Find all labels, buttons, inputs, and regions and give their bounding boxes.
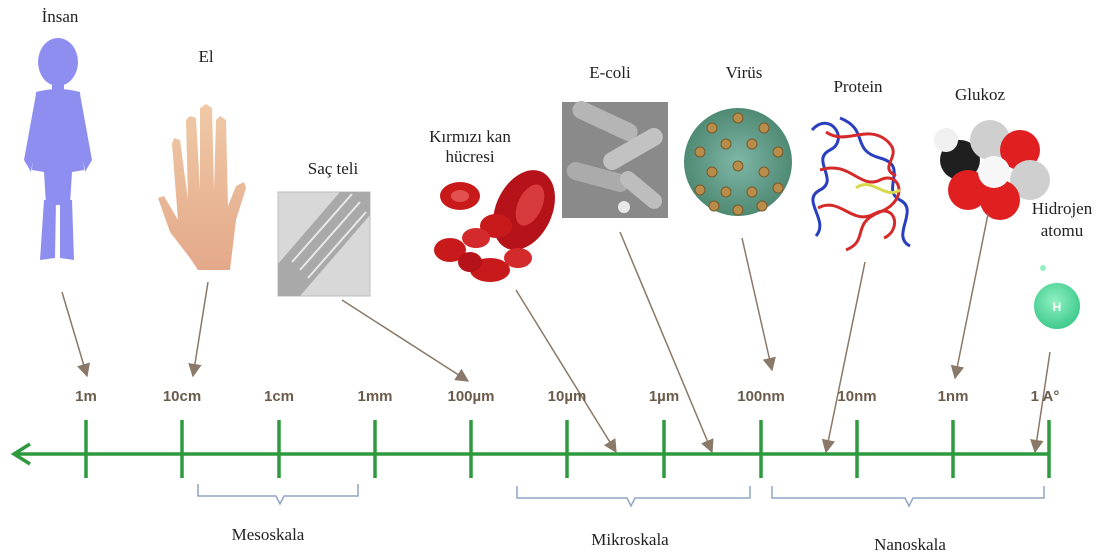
label-hidrojen-line2: atomu <box>1041 221 1084 240</box>
tick-label: 10µm <box>548 388 587 405</box>
brackets <box>198 484 1044 506</box>
arrow-virus <box>742 238 772 370</box>
label-kan-line1: Kırmızı kan <box>429 127 511 146</box>
hand-image <box>158 104 246 270</box>
arrow-sac-teli <box>342 300 468 381</box>
tick-label: 100nm <box>737 388 785 405</box>
arrow-glukoz <box>955 214 988 378</box>
arrow-ecoli <box>620 232 712 452</box>
virus-image <box>684 108 792 216</box>
label-sac-teli: Saç teli <box>308 159 359 178</box>
blood-cells-image <box>434 160 567 282</box>
label-protein: Protein <box>833 77 883 96</box>
ecoli-image <box>562 98 668 218</box>
hydrogen-symbol: H <box>1053 300 1062 314</box>
tick-marks <box>86 420 1049 478</box>
label-ecoli: E-coli <box>589 63 631 82</box>
label-hidrojen-line1: Hidrojen <box>1032 199 1093 218</box>
tick-label: 10cm <box>163 388 201 405</box>
label-virus: Virüs <box>726 63 763 82</box>
label-nanoskala: Nanoskala <box>874 535 946 554</box>
hair-image <box>278 192 370 296</box>
arrow-protein <box>826 262 865 452</box>
bracket-mesoskala <box>198 484 358 504</box>
tick-label: 1µm <box>649 388 679 405</box>
label-mikroskala: Mikroskala <box>591 530 669 549</box>
tick-label: 1nm <box>938 388 969 405</box>
tick-label: 100µm <box>447 388 494 405</box>
label-el: El <box>198 47 213 66</box>
tick-labels: 1m 10cm 1cm 1mm 100µm 10µm 1µm 100nm 10nm 1nm 1 A° <box>75 388 1059 405</box>
protein-image <box>812 118 910 250</box>
hydrogen-atom-image: H <box>1033 265 1081 330</box>
bracket-nanoskala <box>772 486 1044 506</box>
label-kan-line2: hücresi <box>445 147 494 166</box>
human-figure <box>24 38 92 260</box>
tick-label: 10nm <box>837 388 876 405</box>
label-mesoskala: Mesoskala <box>232 525 305 544</box>
arrow-insan <box>62 292 87 376</box>
label-insan: İnsan <box>42 7 79 26</box>
bracket-mikroskala <box>517 486 750 506</box>
tick-label: 1cm <box>264 388 294 405</box>
tick-label: 1mm <box>357 388 392 405</box>
tick-label: 1m <box>75 388 97 405</box>
label-glukoz: Glukoz <box>955 85 1006 104</box>
tick-label: 1 A° <box>1031 388 1060 405</box>
arrow-el <box>193 282 208 376</box>
